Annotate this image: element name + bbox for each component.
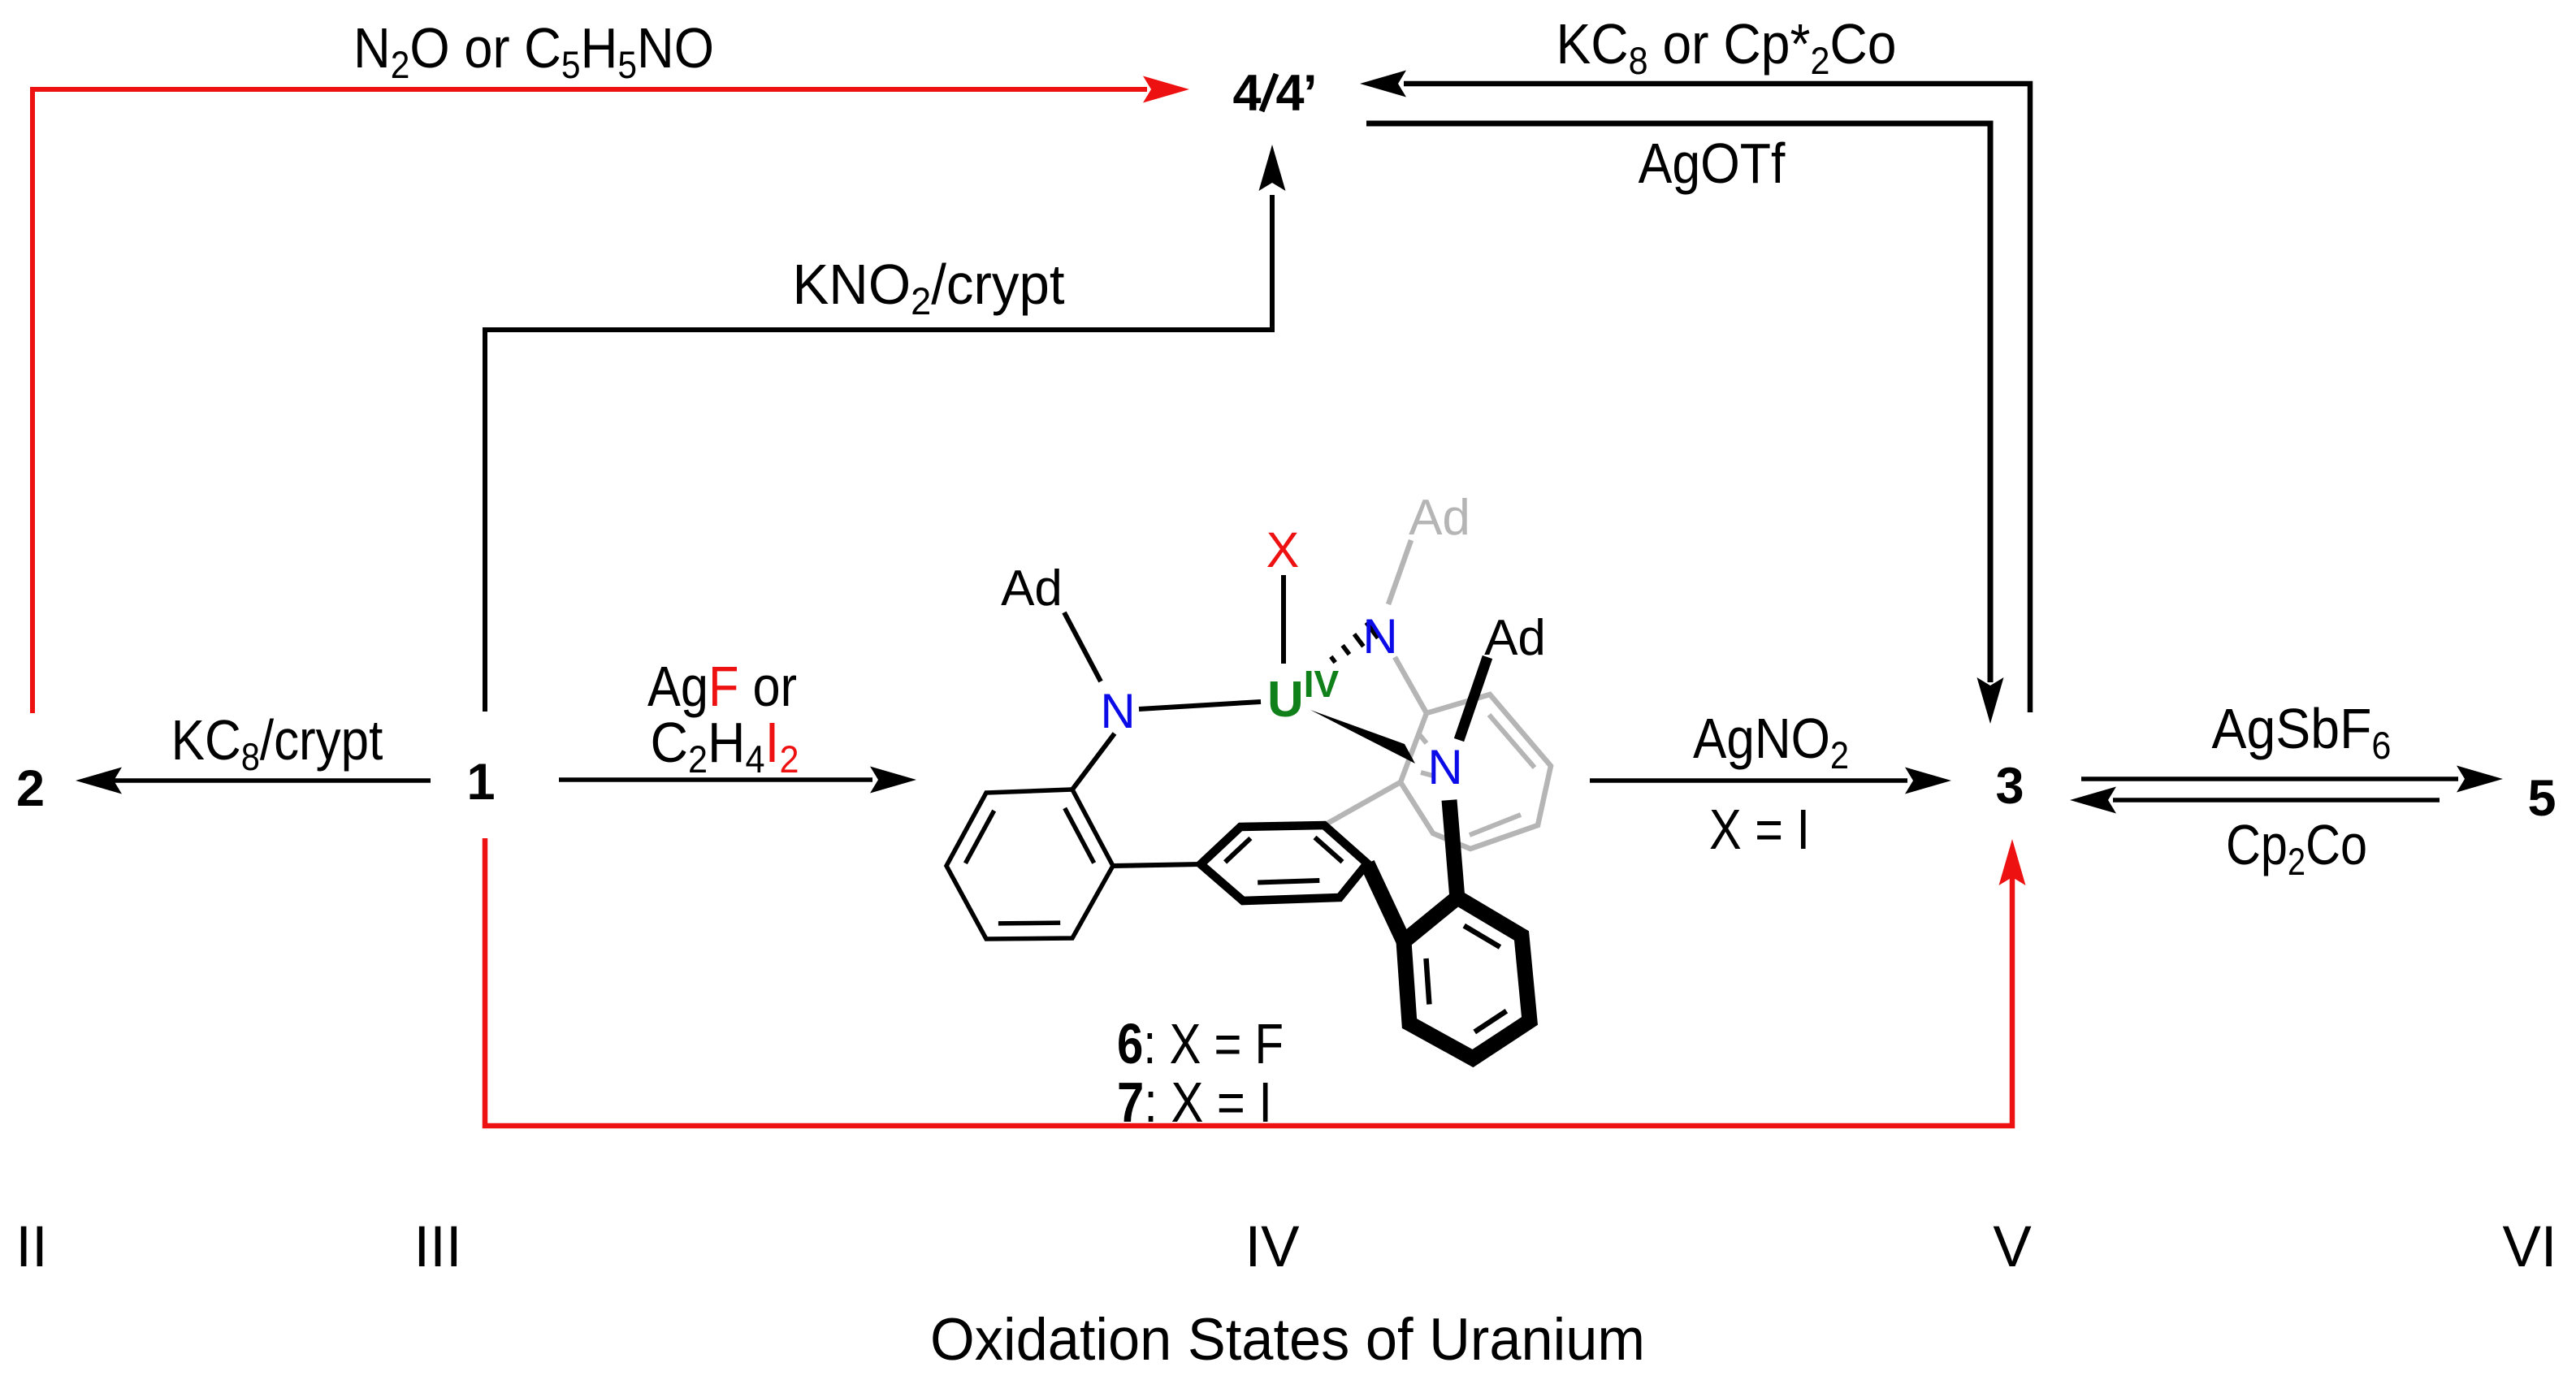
svg-text:4: 4 xyxy=(1275,65,1304,122)
svg-text:’: ’ xyxy=(1303,65,1318,122)
svg-text:5: 5 xyxy=(2527,770,2556,827)
svg-text:N: N xyxy=(1100,684,1135,738)
svg-text:II: II xyxy=(15,1215,47,1279)
svg-text:IV: IV xyxy=(1245,1215,1300,1279)
svg-text:7: X = I: 7: X = I xyxy=(1117,1071,1272,1135)
svg-text:VI: VI xyxy=(2502,1215,2557,1279)
svg-text:KNO2/crypt: KNO2/crypt xyxy=(792,253,1064,322)
svg-text:AgF or: AgF or xyxy=(647,654,797,718)
svg-text:2: 2 xyxy=(16,760,45,817)
svg-text:AgSbF6: AgSbF6 xyxy=(2211,698,2391,768)
svg-text:V: V xyxy=(1993,1215,2032,1279)
svg-text:C2H4I2: C2H4I2 xyxy=(651,712,799,781)
svg-text:N: N xyxy=(1362,609,1397,664)
svg-text:Oxidation States of Uranium: Oxidation States of Uranium xyxy=(930,1307,1645,1373)
svg-text:4: 4 xyxy=(1232,65,1261,122)
svg-text:III: III xyxy=(413,1215,461,1279)
svg-text:6: X = F: 6: X = F xyxy=(1117,1012,1284,1075)
svg-text:AgNO2: AgNO2 xyxy=(1693,707,1849,777)
svg-text:X = I: X = I xyxy=(1709,797,1810,861)
svg-text:KC8/crypt: KC8/crypt xyxy=(171,709,383,779)
svg-text:Cp2Co: Cp2Co xyxy=(2226,812,2367,883)
svg-text:3: 3 xyxy=(1995,758,2024,815)
svg-text:Ad: Ad xyxy=(1484,610,1546,666)
svg-text:1: 1 xyxy=(466,754,495,811)
svg-text:KC8 or Cp*2Co: KC8 or Cp*2Co xyxy=(1556,12,1896,82)
svg-text:Ad: Ad xyxy=(1001,560,1063,616)
svg-text:AgOTf: AgOTf xyxy=(1639,132,1786,196)
svg-text:Ad: Ad xyxy=(1409,490,1470,546)
svg-text:N2O or C5H5NO: N2O or C5H5NO xyxy=(353,17,714,86)
svg-text:N: N xyxy=(1427,740,1462,794)
svg-text:X: X xyxy=(1266,522,1300,578)
svg-text:UIV: UIV xyxy=(1267,663,1340,728)
